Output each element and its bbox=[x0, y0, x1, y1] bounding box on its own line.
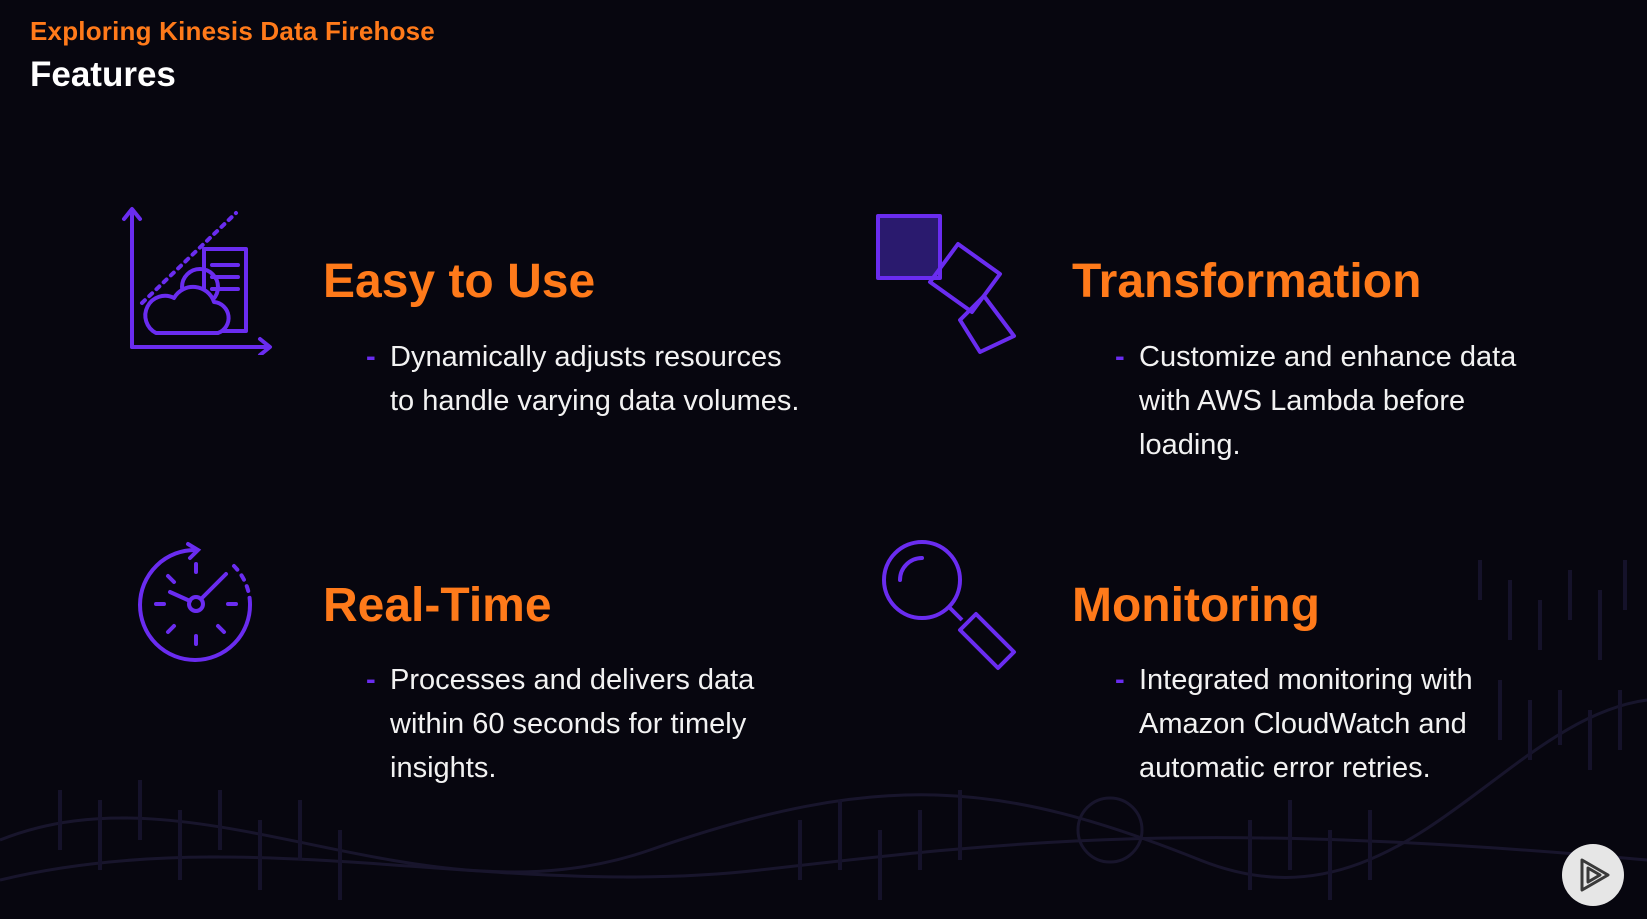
feature-description-real-time: - Processes and delivers data within 60 … bbox=[366, 658, 810, 790]
slide-title: Features bbox=[30, 55, 176, 94]
feature-description-text: Integrated monitoring with Amazon CloudW… bbox=[1139, 664, 1473, 784]
bullet-dash: - bbox=[1115, 664, 1125, 696]
magnifier-icon bbox=[882, 540, 1016, 670]
feature-heading-monitoring: Monitoring bbox=[1072, 579, 1320, 632]
feature-heading-transformation: Transformation bbox=[1072, 255, 1422, 308]
play-logo-icon bbox=[1580, 858, 1610, 892]
transform-squares-icon bbox=[876, 214, 1016, 354]
feature-description-text: Processes and delivers data within 60 se… bbox=[390, 664, 755, 784]
slide-subtitle: Exploring Kinesis Data Firehose bbox=[30, 16, 435, 46]
feature-description-text: Dynamically adjusts resources to handle … bbox=[390, 341, 800, 417]
play-logo-button[interactable] bbox=[1562, 844, 1624, 906]
scaling-chart-cloud-icon bbox=[122, 207, 272, 355]
bullet-dash: - bbox=[366, 341, 376, 373]
feature-description-text: Customize and enhance data with AWS Lamb… bbox=[1139, 341, 1517, 461]
feature-heading-real-time: Real-Time bbox=[323, 579, 552, 632]
feature-description-easy-to-use: - Dynamically adjusts resources to handl… bbox=[366, 335, 810, 423]
bullet-dash: - bbox=[1115, 341, 1125, 373]
feature-description-monitoring: - Integrated monitoring with Amazon Clou… bbox=[1115, 658, 1559, 790]
feature-heading-easy-to-use: Easy to Use bbox=[323, 255, 596, 308]
feature-description-transformation: - Customize and enhance data with AWS La… bbox=[1115, 335, 1559, 467]
stopwatch-icon bbox=[138, 542, 253, 662]
slide-header: Exploring Kinesis Data Firehose Features bbox=[30, 16, 435, 95]
bullet-dash: - bbox=[366, 664, 376, 696]
